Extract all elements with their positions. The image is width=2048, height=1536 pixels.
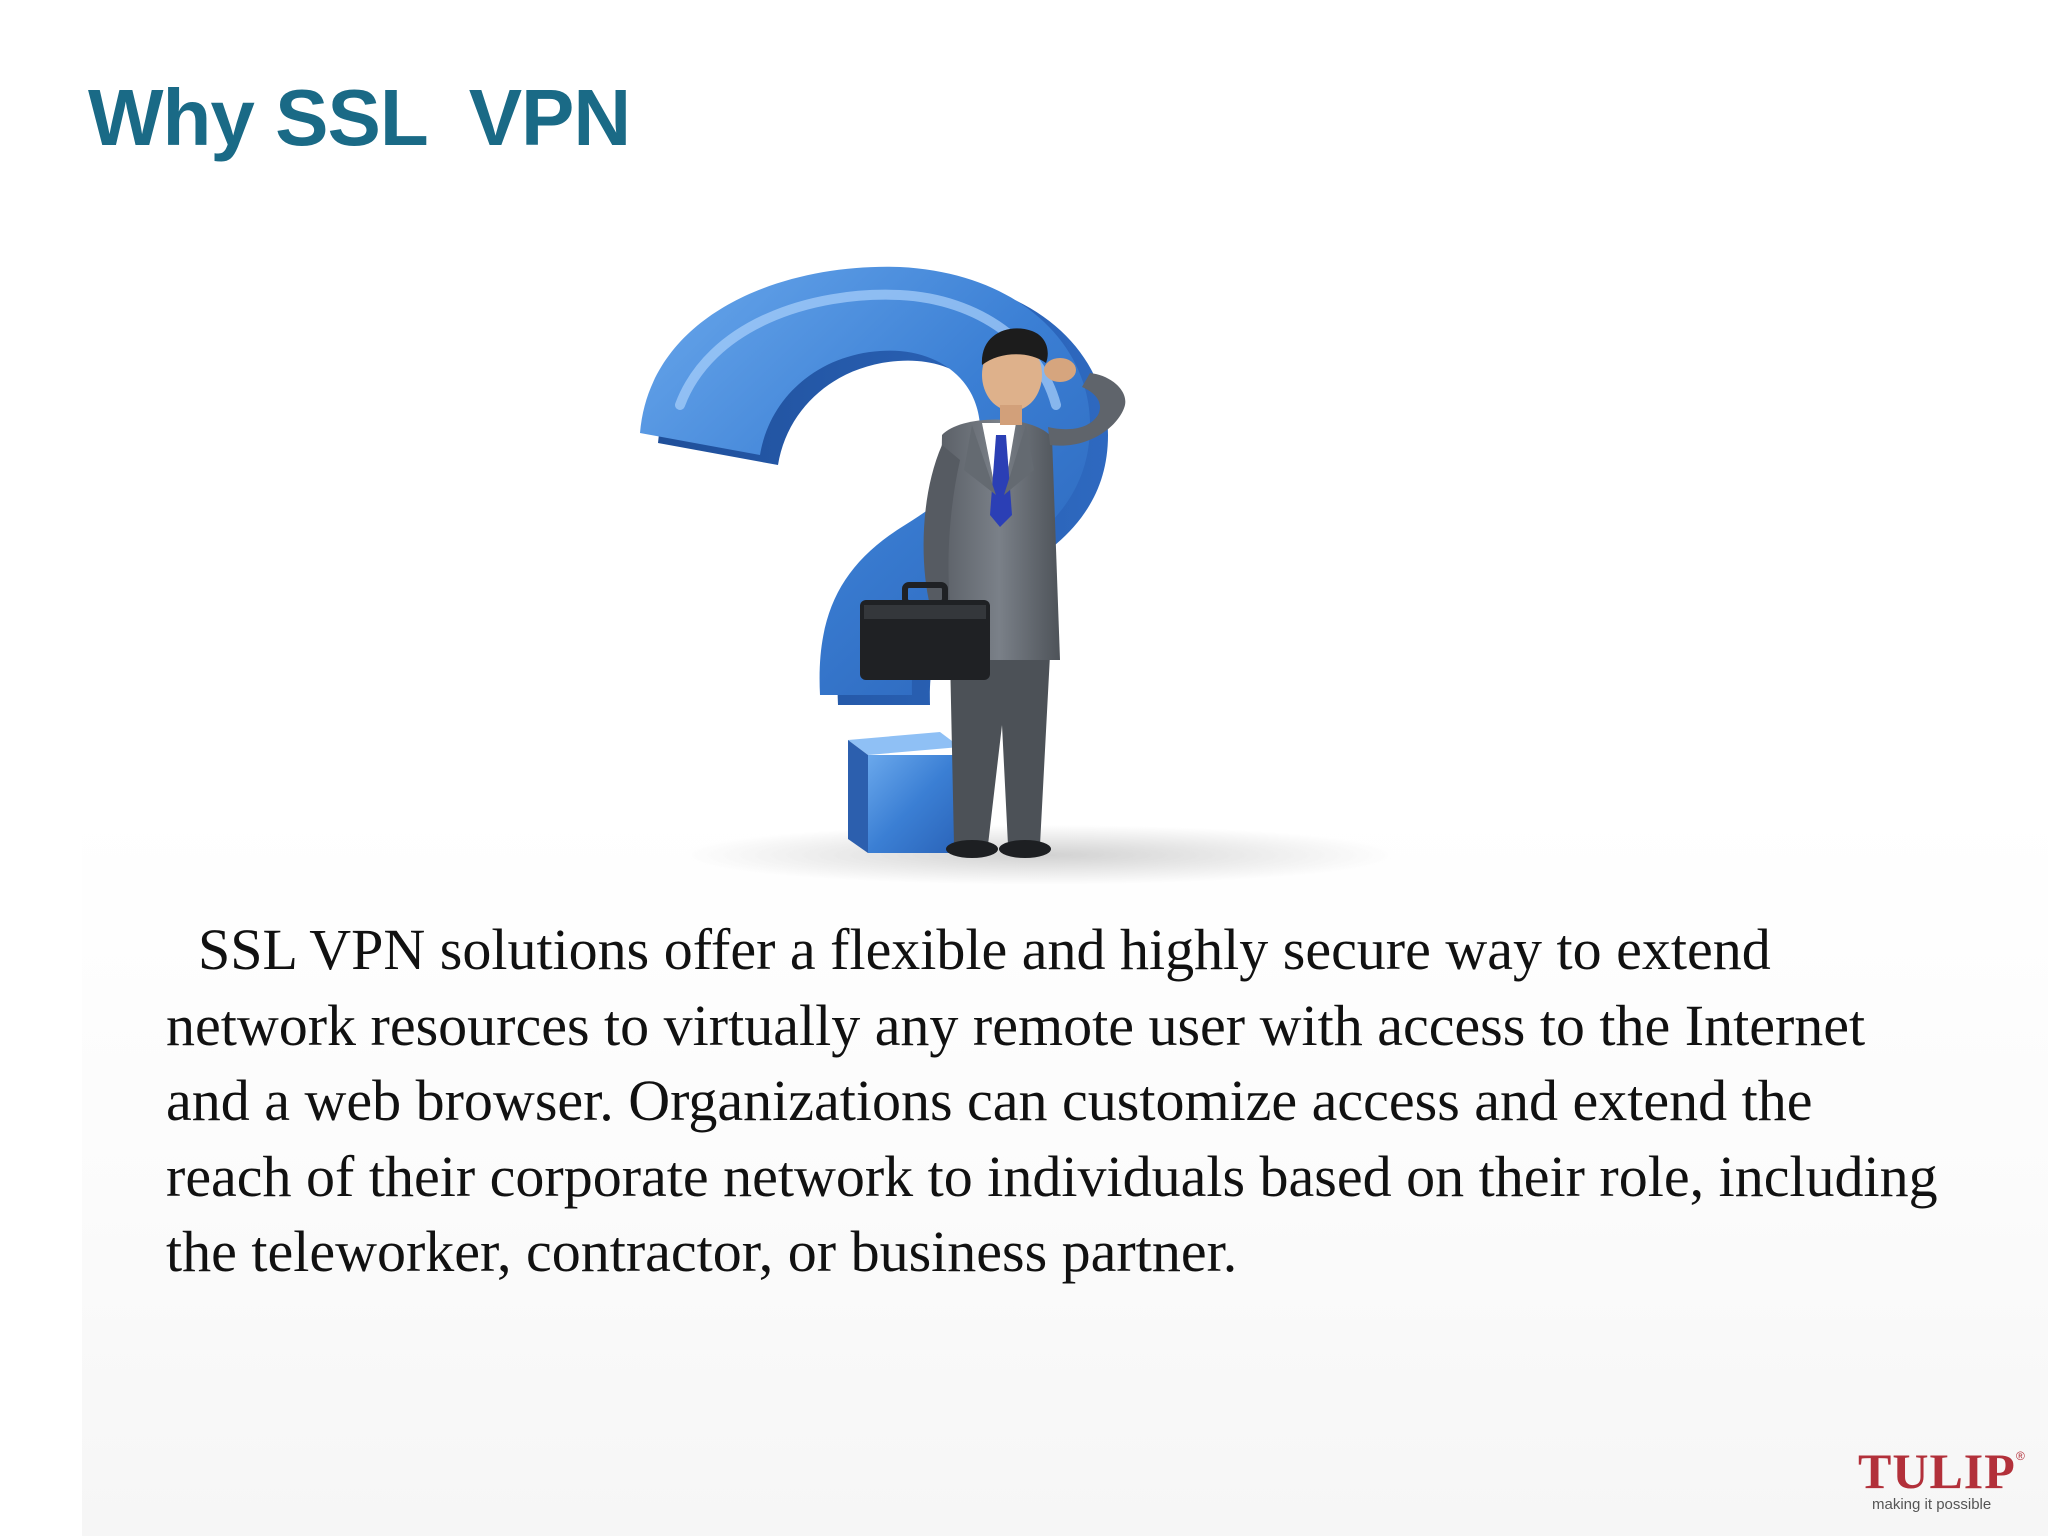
logo-tagline: making it possible (1872, 1496, 1992, 1513)
slide-title: Why SSL VPN (88, 73, 631, 162)
logo-wordmark: TULIP (1858, 1443, 2016, 1499)
body-paragraph: SSL VPN solutions offer a flexible and h… (166, 917, 1938, 1284)
logo-registered-mark: ® (2016, 1449, 2025, 1463)
tulip-logo: TULIP ® making it possible (1858, 1445, 2038, 1515)
question-mark-businessman-icon (640, 266, 1400, 885)
